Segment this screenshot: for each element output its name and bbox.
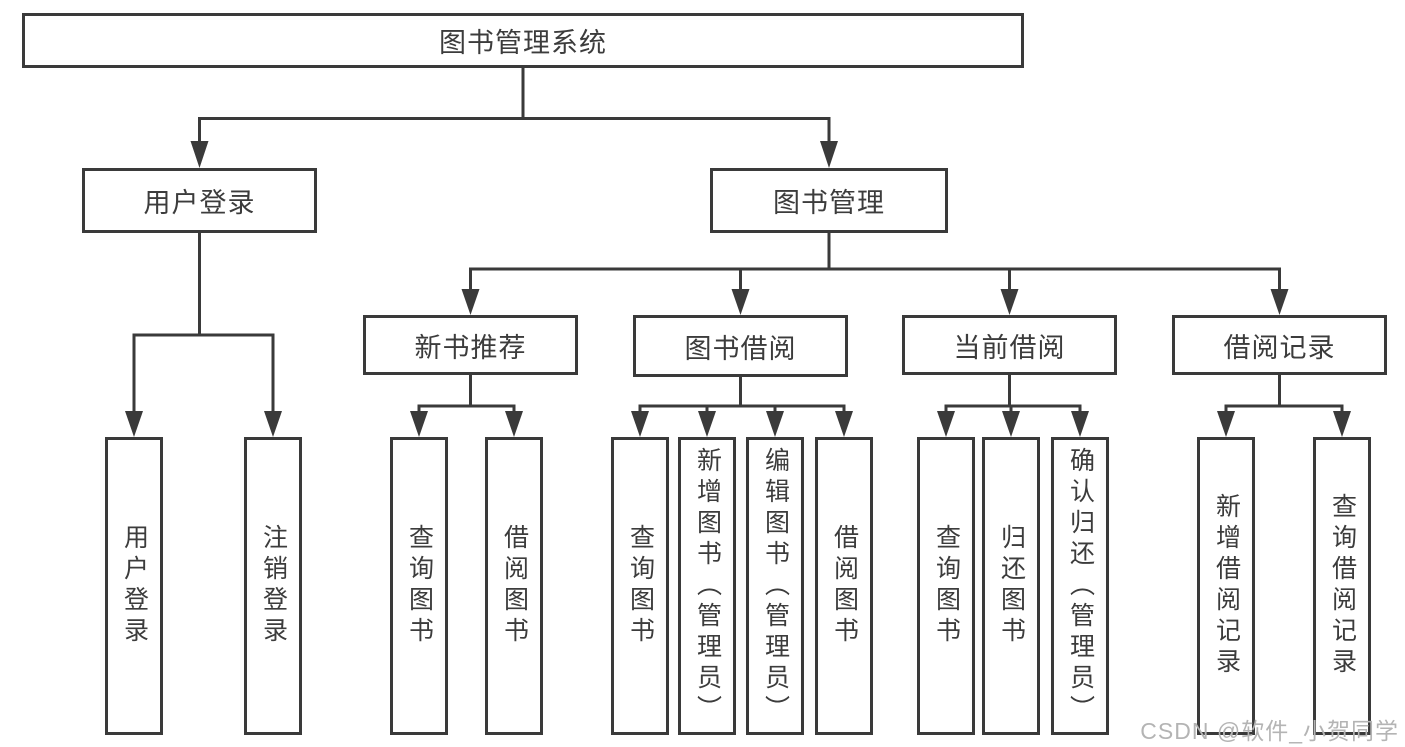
leaf-user-login-label: 用户登录 (120, 524, 149, 648)
node-current-borrow-label: 当前借阅 (953, 332, 1066, 363)
leaf-borrow-edit-books-admin-label: 编辑图书（管理员） (761, 446, 790, 726)
leaf-records-add-record-label: 新增借阅记录 (1212, 493, 1241, 679)
node-borrow-records-label: 借阅记录 (1223, 332, 1336, 363)
node-root-label: 图书管理系统 (439, 28, 607, 58)
leaf-recommend-query-books-label: 查询图书 (405, 524, 434, 648)
leaf-borrow-borrow-books-label: 借阅图书 (830, 524, 859, 648)
leaf-borrow-edit-books-admin: 编辑图书（管理员） (746, 437, 804, 735)
leaf-logout: 注销登录 (244, 437, 302, 735)
leaf-current-confirm-return-admin: 确认归还（管理员） (1051, 437, 1109, 735)
node-book-management: 图书管理 (710, 168, 948, 233)
leaf-records-query-record-label: 查询借阅记录 (1328, 493, 1357, 679)
leaf-records-add-record: 新增借阅记录 (1197, 437, 1255, 735)
leaf-current-query-books: 查询图书 (917, 437, 975, 735)
leaf-borrow-add-books-admin-label: 新增图书（管理员） (693, 446, 722, 726)
node-new-book-recommend: 新书推荐 (363, 315, 578, 375)
leaf-borrow-add-books-admin: 新增图书（管理员） (678, 437, 736, 735)
node-user-login: 用户登录 (82, 168, 317, 233)
node-borrow-records: 借阅记录 (1172, 315, 1387, 375)
leaf-current-return-books-label: 归还图书 (997, 524, 1026, 648)
node-book-borrow: 图书借阅 (633, 315, 848, 377)
node-user-login-label: 用户登录 (143, 188, 256, 218)
arrowheads (125, 141, 1351, 437)
leaf-records-query-record: 查询借阅记录 (1313, 437, 1371, 735)
leaf-borrow-borrow-books: 借阅图书 (815, 437, 873, 735)
tree-edges (132, 68, 1344, 413)
leaf-borrow-query-books: 查询图书 (611, 437, 669, 735)
node-current-borrow: 当前借阅 (902, 315, 1117, 375)
csdn-watermark: CSDN @软件_小贺同学 (1140, 718, 1399, 744)
node-new-book-recommend-label: 新书推荐 (414, 332, 527, 363)
leaf-recommend-query-books: 查询图书 (390, 437, 448, 735)
leaf-recommend-borrow-books-label: 借阅图书 (500, 524, 529, 648)
node-root: 图书管理系统 (22, 13, 1024, 68)
leaf-user-login: 用户登录 (105, 437, 163, 735)
node-book-borrow-label: 图书借阅 (684, 333, 797, 364)
leaf-current-confirm-return-admin-label: 确认归还（管理员） (1066, 446, 1095, 726)
leaf-borrow-query-books-label: 查询图书 (626, 524, 655, 648)
node-book-management-label: 图书管理 (773, 188, 885, 218)
leaf-current-return-books: 归还图书 (982, 437, 1040, 735)
leaf-current-query-books-label: 查询图书 (932, 524, 961, 648)
leaf-logout-label: 注销登录 (259, 524, 288, 648)
leaf-recommend-borrow-books: 借阅图书 (485, 437, 543, 735)
